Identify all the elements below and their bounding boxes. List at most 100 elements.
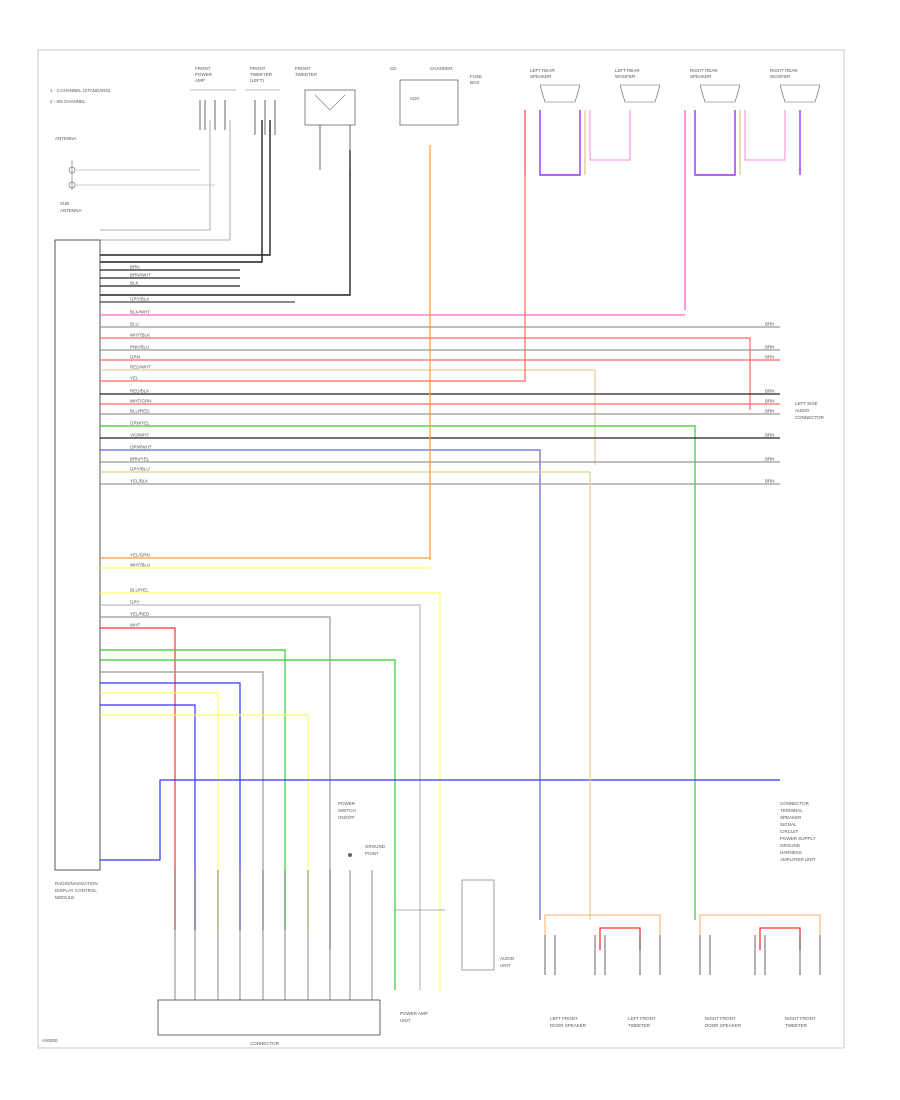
svg-text:RIGHT REAR: RIGHT REAR xyxy=(690,68,718,73)
wire-label: BRN/YEL xyxy=(130,457,150,462)
wire-label: GRY/BLK xyxy=(130,297,149,302)
svg-text:AUDIO: AUDIO xyxy=(500,956,515,961)
svg-text:DISPLAY CONTROL: DISPLAY CONTROL xyxy=(55,888,97,893)
right-front-door-speaker: RIGHT FRONT DOOR SPEAKER xyxy=(705,1016,742,1028)
svg-text:POWER: POWER xyxy=(338,801,356,806)
wire-label: BLU/YEL xyxy=(130,588,149,593)
wire-label: YEL/BLK xyxy=(130,479,148,484)
left-rear-speaker: LEFT REAR SPEAKER xyxy=(530,68,581,103)
svg-text:WOOFER: WOOFER xyxy=(770,74,791,79)
power-amp-unit: POWER AMP UNIT xyxy=(395,909,445,1023)
svg-text:GROUND: GROUND xyxy=(780,843,801,848)
svg-text:SPEAKER: SPEAKER xyxy=(690,74,712,79)
svg-text:AMP: AMP xyxy=(195,78,205,83)
right-wire-label: BRN xyxy=(765,409,775,414)
svg-text:DOOR SPEAKER: DOOR SPEAKER xyxy=(705,1023,742,1028)
wire-label: PNK/BLU xyxy=(130,345,149,350)
wire-label: RED/WHT xyxy=(130,365,151,370)
svg-text:FRONT: FRONT xyxy=(295,66,311,71)
svg-text:CONNECTOR: CONNECTOR xyxy=(795,415,825,420)
svg-text:UNIT: UNIT xyxy=(500,963,511,968)
svg-text:CHANGER: CHANGER xyxy=(430,66,453,71)
svg-text:TWEETER: TWEETER xyxy=(295,72,318,77)
top-stub-lines xyxy=(199,100,351,170)
svg-text:SWITCH: SWITCH xyxy=(338,808,356,813)
svg-text:FRONT: FRONT xyxy=(250,66,266,71)
wire-label: WHT/BLU xyxy=(130,563,150,568)
svg-text:SIGNAL: SIGNAL xyxy=(780,822,797,827)
svg-text:POWER: POWER xyxy=(195,72,213,77)
svg-text:RIGHT FRONT: RIGHT FRONT xyxy=(785,1016,816,1021)
svg-text:POWER AMP: POWER AMP xyxy=(400,1011,428,1016)
svg-text:RIGHT REAR: RIGHT REAR xyxy=(770,68,798,73)
svg-text:WOOFER: WOOFER xyxy=(615,74,636,79)
front-tweeter-right: FRONT TWEETER xyxy=(295,66,356,126)
right-wire-label: BRN xyxy=(765,322,775,327)
svg-text:GROUND: GROUND xyxy=(365,844,386,849)
right-wire-label: BRN xyxy=(765,399,775,404)
top-black-cables xyxy=(100,120,351,296)
radio-module-box xyxy=(54,239,101,871)
svg-text:RIGHT FRONT: RIGHT FRONT xyxy=(705,1016,736,1021)
wire-label: RED/BLK xyxy=(130,389,149,394)
svg-text:RADIO/NAVIGATION: RADIO/NAVIGATION xyxy=(55,881,98,886)
wire-labels: BRNBRN/WHTBLKGRY/BLKBLK/WHTBLUWHT/BLKPNK… xyxy=(130,265,152,628)
page-id: A00000 xyxy=(42,1038,58,1043)
svg-text:AMPLIFIER UNIT: AMPLIFIER UNIT xyxy=(780,857,816,862)
svg-text:ON/OFF: ON/OFF xyxy=(338,815,355,820)
svg-text:ANTENNA: ANTENNA xyxy=(60,208,82,213)
speaker-pins xyxy=(544,935,821,975)
right-wire-label: BRN xyxy=(765,355,775,360)
wire-label: GRY xyxy=(130,600,140,605)
wire-label: BRN/WHT xyxy=(130,273,151,278)
right-wire-label: BRN xyxy=(765,433,775,438)
audio-unit: AUDIO UNIT xyxy=(461,879,515,971)
wire-label: GRN/YEL xyxy=(130,421,150,426)
right-wire-label: BRN xyxy=(765,457,775,462)
svg-text:LEFT FRONT: LEFT FRONT xyxy=(550,1016,578,1021)
svg-text:FRONT: FRONT xyxy=(195,66,211,71)
svg-text:POWER SUPPLY: POWER SUPPLY xyxy=(780,836,816,841)
right-wire-label: BRN xyxy=(765,389,775,394)
switch-note: POWER SWITCH ON/OFF GROUND POINT xyxy=(338,801,386,857)
svg-text:SUB: SUB xyxy=(60,201,69,206)
wire-label: BLK/WHT xyxy=(130,310,150,315)
right-note: CONNECTOR TERMINAL SPEAKER SIGNAL CIRCUI… xyxy=(780,801,816,862)
svg-text:LEFT REAR: LEFT REAR xyxy=(615,68,640,73)
legend: 1 - 4 CHANNEL (STANDARD) 2 - 5/6 CHANNEL xyxy=(50,88,111,104)
right-rear-woofer: RIGHT REAR WOOFER xyxy=(770,68,821,103)
right-wire-label: BRN xyxy=(765,479,775,484)
radio-module-label: RADIO/NAVIGATION DISPLAY CONTROL MODULE xyxy=(55,881,98,900)
svg-text:TERMINAL: TERMINAL xyxy=(780,808,803,813)
bottom-connector: CONNECTOR xyxy=(157,999,381,1046)
wire-label: YEL xyxy=(130,376,139,381)
svg-text:BOX: BOX xyxy=(470,80,480,85)
svg-text:LEFT SIDE: LEFT SIDE xyxy=(795,401,818,406)
cd-changer: CD CHANGER CDC FUSE BOX xyxy=(390,66,482,126)
svg-text:ANTENNA: ANTENNA xyxy=(55,136,77,141)
wire-label: WHT/GRN xyxy=(130,399,152,404)
svg-text:TWEETER: TWEETER xyxy=(628,1023,651,1028)
svg-text:TWEETER: TWEETER xyxy=(785,1023,808,1028)
left-front-tweeter: LEFT FRONT TWEETER xyxy=(628,1016,656,1028)
svg-text:DOOR SPEAKER: DOOR SPEAKER xyxy=(550,1023,587,1028)
svg-text:AUDIO: AUDIO xyxy=(795,408,810,413)
left-front-door-speaker: LEFT FRONT DOOR SPEAKER xyxy=(550,1016,587,1028)
wire-label: VIO/WHT xyxy=(130,433,149,438)
svg-text:MODULE: MODULE xyxy=(55,895,74,900)
svg-text:CONNECTOR: CONNECTOR xyxy=(250,1041,280,1046)
front-power-amp: FRONT POWER AMP xyxy=(190,66,236,91)
svg-text:HARNESS: HARNESS xyxy=(780,850,802,855)
top-speaker-wiring xyxy=(524,110,801,310)
wire-label: BLU/RED xyxy=(130,409,150,414)
right-rear-speaker: RIGHT REAR SPEAKER xyxy=(690,68,741,103)
wire-label: BLU xyxy=(130,322,139,327)
svg-text:LEFT REAR: LEFT REAR xyxy=(530,68,555,73)
wire-label: WHT/BLK xyxy=(130,333,150,338)
wire-label: YEL/RED xyxy=(130,612,150,617)
antenna: ANTENNA SUB ANTENNA xyxy=(55,136,215,213)
legend-line-1: 1 - 4 CHANNEL (STANDARD) xyxy=(50,88,111,93)
wire-label: GRN xyxy=(130,355,140,360)
wire-label: ORN/WHT xyxy=(130,445,152,450)
